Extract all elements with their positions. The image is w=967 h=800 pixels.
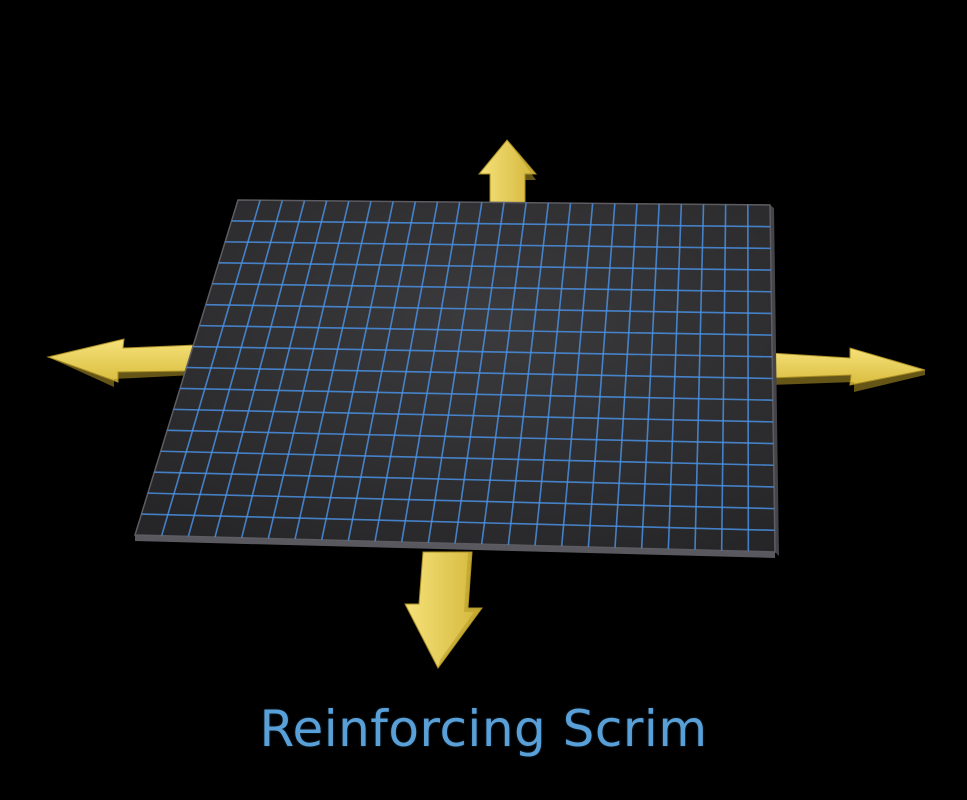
grid-line-horizontal — [173, 408, 774, 423]
grid-line-horizontal — [160, 450, 774, 467]
arrow-left-icon — [46, 338, 197, 387]
grid-line-horizontal — [205, 303, 772, 315]
arrow-up-icon — [477, 139, 538, 204]
arrow-down-icon — [404, 551, 483, 669]
scrim-grid — [141, 200, 775, 552]
grid-line-horizontal — [192, 345, 773, 358]
arrow-right-icon — [769, 347, 926, 392]
grid-line-horizontal — [147, 492, 775, 510]
grid-line-horizontal — [141, 513, 775, 532]
scrim-sheet — [133, 199, 779, 558]
grid-line-horizontal — [218, 262, 771, 271]
grid-line-horizontal — [154, 471, 775, 488]
grid-line-horizontal — [180, 387, 773, 401]
diagram-caption: Reinforcing Scrim — [259, 700, 708, 758]
grid-line-horizontal — [231, 220, 771, 228]
grid-line-horizontal — [212, 282, 772, 293]
grid-line-horizontal — [186, 366, 773, 380]
grid-line-horizontal — [225, 241, 771, 250]
grid-line-horizontal — [167, 429, 774, 445]
grid-line-horizontal — [199, 324, 772, 336]
